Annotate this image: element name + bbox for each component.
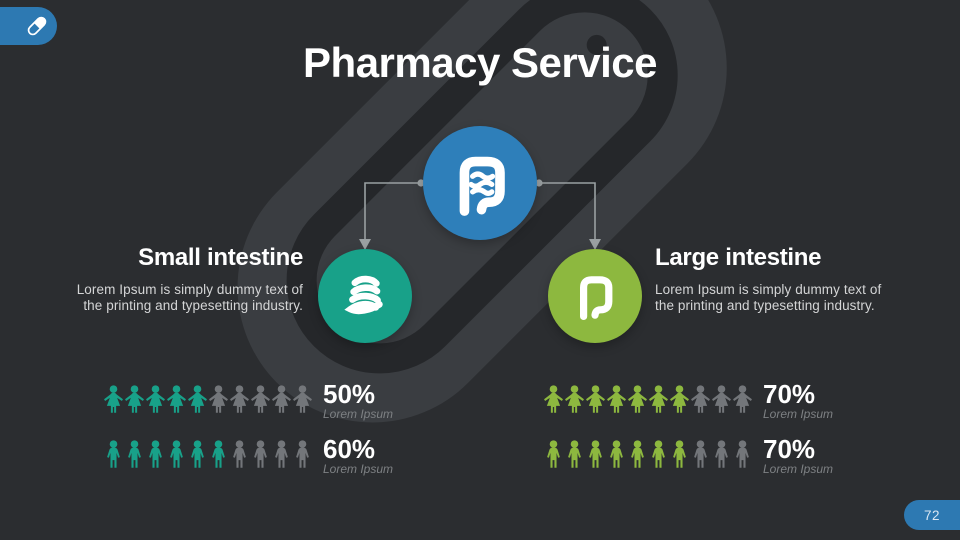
person-female-icon xyxy=(670,385,689,413)
person-male-icon xyxy=(715,440,728,468)
person-male-icon xyxy=(652,440,665,468)
person-female-icon xyxy=(209,385,228,413)
person-male-icon xyxy=(233,440,246,468)
person-female-icon xyxy=(272,385,291,413)
root-node-circle xyxy=(423,126,537,240)
slide-title: Pharmacy Service xyxy=(303,39,657,86)
stat-row: 50% Lorem Ipsum xyxy=(103,381,393,421)
person-male-icon xyxy=(296,440,309,468)
pictogram-row-male xyxy=(543,436,753,473)
person-female-icon xyxy=(104,385,123,413)
stat-row: 60% Lorem Ipsum xyxy=(103,436,393,476)
small-intestine-circle xyxy=(318,249,412,343)
pictogram-row-female xyxy=(103,381,313,418)
person-male-icon xyxy=(254,440,267,468)
person-female-icon xyxy=(125,385,144,413)
person-male-icon xyxy=(191,440,204,468)
person-male-icon xyxy=(275,440,288,468)
person-male-icon xyxy=(736,440,749,468)
person-male-icon xyxy=(673,440,686,468)
section-heading: Small intestine xyxy=(138,244,303,271)
person-female-icon xyxy=(649,385,668,413)
person-male-icon xyxy=(547,440,560,468)
person-male-icon xyxy=(631,440,644,468)
stat-percent: 70% xyxy=(763,434,816,464)
stat-row: 70% Lorem Ipsum xyxy=(543,381,833,421)
person-female-icon xyxy=(628,385,647,413)
person-male-icon xyxy=(568,440,581,468)
section-body: Lorem Ipsum is simply dummy text of the … xyxy=(655,282,882,313)
person-male-icon xyxy=(128,440,141,468)
person-male-icon xyxy=(589,440,602,468)
person-male-icon xyxy=(149,440,162,468)
stat-caption: Lorem Ipsum xyxy=(323,407,394,421)
large-intestine-icon xyxy=(580,276,613,320)
person-male-icon xyxy=(610,440,623,468)
page-number: 72 xyxy=(923,507,941,523)
small-intestine-icon xyxy=(344,275,383,315)
pictogram-row-male xyxy=(103,436,313,473)
stat-percent: 70% xyxy=(763,379,816,409)
person-female-icon xyxy=(544,385,563,413)
person-female-icon xyxy=(167,385,186,413)
person-female-icon xyxy=(230,385,249,413)
person-female-icon xyxy=(586,385,605,413)
person-female-icon xyxy=(251,385,270,413)
stat-caption: Lorem Ipsum xyxy=(763,407,834,421)
pill-badge xyxy=(0,7,57,45)
person-female-icon xyxy=(146,385,165,413)
person-female-icon xyxy=(733,385,752,413)
small-intestine-section: Small intestine Lorem Ipsum is simply du… xyxy=(55,244,304,313)
person-male-icon xyxy=(170,440,183,468)
stat-caption: Lorem Ipsum xyxy=(763,462,834,476)
person-male-icon xyxy=(694,440,707,468)
person-female-icon xyxy=(188,385,207,413)
stat-row: 70% Lorem Ipsum xyxy=(543,436,833,476)
person-female-icon xyxy=(293,385,312,413)
section-body: Lorem Ipsum is simply dummy text of the … xyxy=(76,282,303,313)
pill-icon xyxy=(27,16,47,36)
intestines-icon xyxy=(459,156,505,216)
stat-percent: 50% xyxy=(323,379,376,409)
page-number-badge: 72 xyxy=(904,500,960,530)
section-heading: Large intestine xyxy=(655,244,822,271)
person-male-icon xyxy=(212,440,225,468)
stat-percent: 60% xyxy=(323,434,376,464)
person-female-icon xyxy=(607,385,626,413)
stat-caption: Lorem Ipsum xyxy=(323,462,394,476)
person-female-icon xyxy=(712,385,731,413)
large-intestine-section: Large intestine Lorem Ipsum is simply du… xyxy=(655,244,903,313)
person-female-icon xyxy=(565,385,584,413)
person-male-icon xyxy=(107,440,120,468)
person-female-icon xyxy=(691,385,710,413)
large-intestine-circle xyxy=(548,249,642,343)
pictogram-row-female xyxy=(543,381,753,418)
